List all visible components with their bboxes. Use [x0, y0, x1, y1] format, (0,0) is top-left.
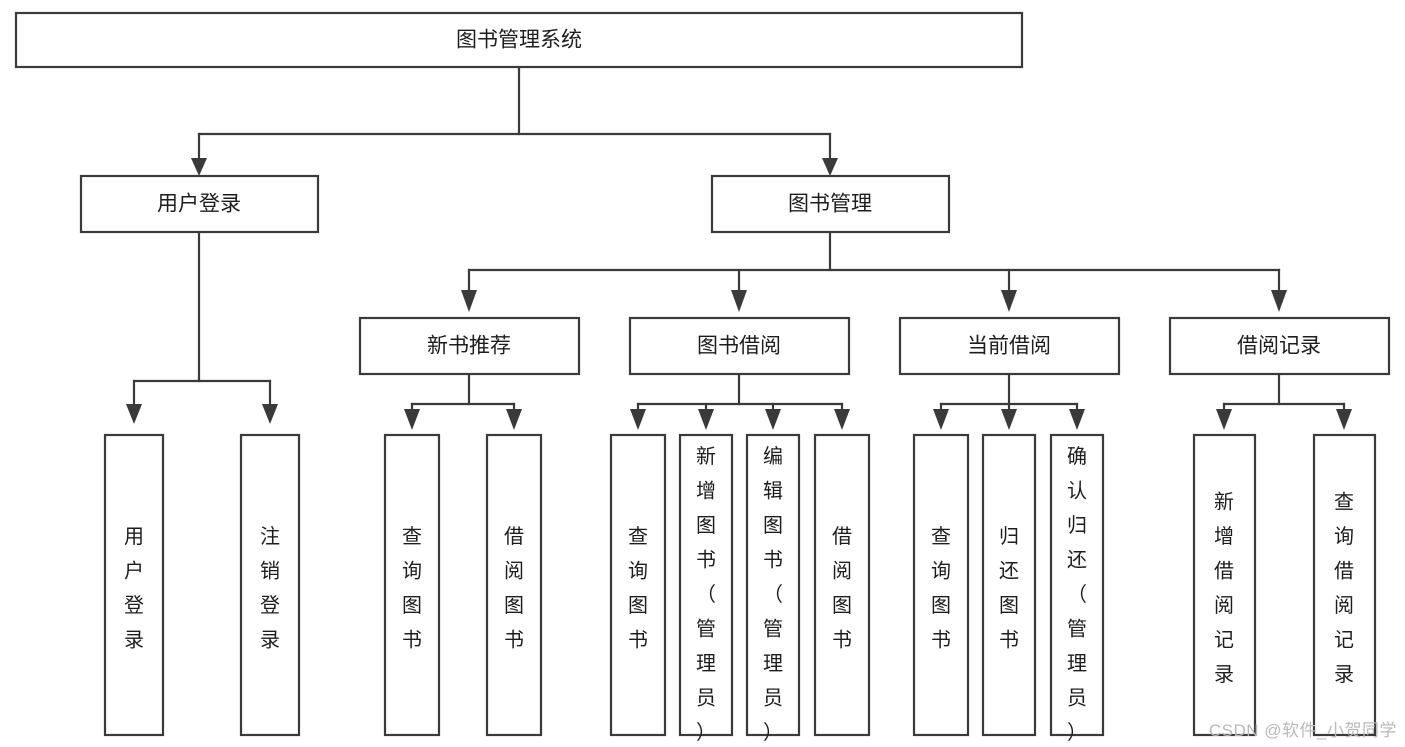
- arrow-head-new-book-rec: [461, 290, 477, 312]
- node-leaf-edit-book[interactable]: 编辑图书（管理员）: [745, 433, 801, 744]
- node-leaf-add-book-box[interactable]: [678, 433, 734, 737]
- arrow-head-leaf-borrow-book-b: [834, 409, 850, 430]
- node-leaf-edit-book-box[interactable]: [745, 433, 801, 737]
- node-leaf-query-book-b[interactable]: 查询图书: [609, 433, 667, 737]
- node-root-box[interactable]: [14, 11, 1024, 69]
- node-root-label: 图书管理系统: [456, 29, 582, 52]
- connector-layer: [126, 65, 1352, 430]
- arrow-head-leaf-query-book-c: [933, 409, 949, 430]
- node-book-mgmt-label: 图书管理: [788, 193, 872, 216]
- arrow-head-book-mgmt: [822, 158, 838, 176]
- node-leaf-borrow-book-a-box[interactable]: [485, 433, 543, 737]
- node-leaf-add-record-label: 新增借阅记录: [1214, 490, 1234, 685]
- arrow-head-leaf-return-book: [1001, 409, 1017, 430]
- node-leaf-query-book-c-box[interactable]: [912, 433, 970, 737]
- node-user-login-box[interactable]: [79, 174, 320, 234]
- arrow-head-leaf-logout: [262, 404, 278, 424]
- node-root[interactable]: 图书管理系统: [14, 11, 1024, 69]
- arrow-head-leaf-query-book-a: [404, 409, 420, 430]
- node-new-book-rec[interactable]: 新书推荐: [358, 316, 581, 376]
- node-leaf-borrow-book-a[interactable]: 借阅图书: [485, 433, 543, 737]
- arrow-head-leaf-user-login: [126, 404, 142, 424]
- arrow-head-leaf-borrow-book-a: [506, 409, 522, 430]
- node-leaf-logout-box[interactable]: [239, 433, 301, 737]
- node-leaf-confirm-return[interactable]: 确认归还（管理员）: [1049, 433, 1105, 744]
- node-leaf-borrow-book-b[interactable]: 借阅图书: [813, 433, 871, 737]
- node-leaf-return-book-box[interactable]: [981, 433, 1037, 737]
- node-borrow-record-box[interactable]: [1168, 316, 1391, 376]
- node-book-borrow-label: 图书借阅: [697, 335, 781, 358]
- node-leaf-query-book-c-label: 查询图书: [931, 525, 951, 652]
- node-borrow-record[interactable]: 借阅记录: [1168, 316, 1391, 376]
- node-leaf-return-book-label: 归还图书: [999, 525, 1019, 652]
- node-borrow-record-label: 借阅记录: [1237, 335, 1321, 358]
- node-current-borrow-label: 当前借阅: [967, 335, 1051, 358]
- node-book-mgmt-box[interactable]: [710, 174, 951, 234]
- arrow-head-current-borrow: [1001, 290, 1017, 312]
- arrow-head-leaf-query-book-b: [630, 409, 646, 430]
- node-user-login[interactable]: 用户登录: [79, 174, 320, 234]
- node-leaf-user-login[interactable]: 用户登录: [103, 433, 165, 737]
- node-book-mgmt[interactable]: 图书管理: [710, 174, 951, 234]
- node-leaf-add-book-label: 新增图书（管理员）: [696, 445, 716, 744]
- node-leaf-add-record-box[interactable]: [1192, 433, 1257, 737]
- node-leaf-query-book-c[interactable]: 查询图书: [912, 433, 970, 737]
- node-user-login-label: 用户登录: [157, 193, 241, 216]
- node-current-borrow-box[interactable]: [898, 316, 1121, 376]
- node-leaf-user-login-label: 用户登录: [124, 526, 144, 652]
- node-leaf-borrow-book-a-label: 借阅图书: [504, 525, 524, 652]
- node-current-borrow[interactable]: 当前借阅: [898, 316, 1121, 376]
- node-leaf-add-record[interactable]: 新增借阅记录: [1192, 433, 1257, 737]
- node-leaf-query-book-a[interactable]: 查询图书: [383, 433, 441, 737]
- node-leaf-query-book-a-box[interactable]: [383, 433, 441, 737]
- node-new-book-rec-box[interactable]: [358, 316, 581, 376]
- node-leaf-query-book-b-label: 查询图书: [628, 525, 648, 652]
- node-leaf-query-record[interactable]: 查询借阅记录: [1312, 433, 1377, 737]
- node-leaf-logout-label: 注销登录: [260, 525, 280, 652]
- arrow-head-book-borrow: [731, 290, 747, 312]
- arrow-head-leaf-add-record: [1216, 409, 1232, 430]
- node-leaf-borrow-book-b-label: 借阅图书: [832, 525, 852, 652]
- arrow-head-borrow-record: [1271, 290, 1287, 312]
- arrow-head-leaf-query-record: [1336, 409, 1352, 430]
- node-leaf-logout[interactable]: 注销登录: [239, 433, 301, 737]
- node-leaf-query-book-b-box[interactable]: [609, 433, 667, 737]
- node-leaf-confirm-return-box[interactable]: [1049, 433, 1105, 737]
- node-new-book-rec-label: 新书推荐: [427, 335, 511, 358]
- node-leaf-user-login-box[interactable]: [103, 433, 165, 737]
- node-book-borrow-box[interactable]: [628, 316, 851, 376]
- node-leaf-query-book-a-label: 查询图书: [402, 525, 422, 652]
- node-leaf-return-book[interactable]: 归还图书: [981, 433, 1037, 737]
- node-leaf-add-book[interactable]: 新增图书（管理员）: [678, 433, 734, 744]
- node-leaf-confirm-return-label: 确认归还（管理员）: [1067, 445, 1087, 744]
- node-leaf-edit-book-label: 编辑图书（管理员）: [763, 445, 783, 744]
- arrow-head-leaf-confirm-return: [1069, 409, 1085, 430]
- node-leaf-query-record-label: 查询借阅记录: [1334, 490, 1354, 685]
- node-leaf-borrow-book-b-box[interactable]: [813, 433, 871, 737]
- arrow-head-user-login: [191, 158, 207, 176]
- node-book-borrow[interactable]: 图书借阅: [628, 316, 851, 376]
- node-leaf-query-record-box[interactable]: [1312, 433, 1377, 737]
- arrow-head-leaf-edit-book: [765, 409, 781, 430]
- arrow-head-leaf-add-book: [698, 409, 714, 430]
